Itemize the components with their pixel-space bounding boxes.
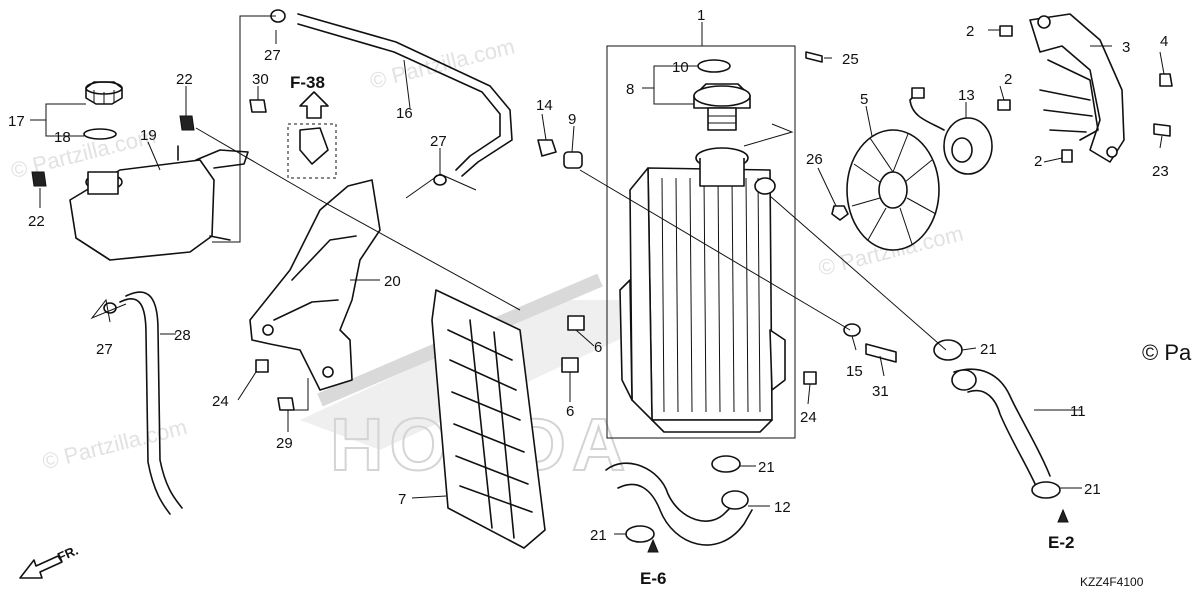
callout-30: 30 — [252, 71, 269, 88]
callout-22: 22 — [176, 71, 193, 88]
callout-31: 31 — [872, 383, 889, 400]
callout-21: 21 — [980, 341, 997, 358]
callout-26: 26 — [806, 151, 823, 168]
overflow-hose — [125, 291, 183, 509]
diagram-code: KZZ4F4100 — [1080, 575, 1144, 589]
callout-27: 27 — [430, 133, 447, 150]
callout-21: 21 — [758, 459, 775, 476]
callout-11: 11 — [1070, 403, 1086, 420]
cooling-fan — [846, 129, 940, 251]
arrow-down-icon — [647, 538, 659, 553]
o-ring — [697, 59, 731, 73]
front-arrow-icon — [19, 555, 63, 579]
callout-21: 21 — [590, 527, 607, 544]
watermark: © Partzilla.com — [726, 0, 876, 4]
radiator-assembly-box — [606, 45, 796, 439]
reservoir-cap — [85, 81, 123, 105]
callout-8: 8 — [626, 81, 634, 98]
callout-14: 14 — [536, 97, 553, 114]
small-parts — [31, 9, 1173, 543]
radiator-bracket — [249, 179, 381, 391]
ref-e6: E-6 — [640, 569, 666, 588]
callout-21: 21 — [1084, 481, 1101, 498]
callout-17: 17 — [8, 113, 25, 130]
copyright-text: © Pa — [1142, 340, 1192, 365]
callout-25: 25 — [842, 51, 859, 68]
callout-1: 1 — [697, 7, 705, 24]
reservoir-tank — [69, 145, 249, 261]
callout-27: 27 — [264, 47, 281, 64]
callouts: 1 2 2 2 3 4 5 6 6 7 8 9 10 11 12 13 14 1… — [8, 7, 1169, 544]
callout-10: 10 — [672, 59, 689, 76]
callout-6: 6 — [594, 339, 602, 356]
callout-16: 16 — [396, 105, 413, 122]
callout-2: 2 — [1004, 71, 1012, 88]
callout-28: 28 — [174, 327, 191, 344]
lower-hose — [605, 462, 741, 522]
callout-29: 29 — [276, 435, 293, 452]
callout-3: 3 — [1122, 39, 1130, 56]
leader-lines — [30, 15, 1165, 535]
radiator-guard — [431, 289, 546, 549]
callout-19: 19 — [140, 127, 157, 144]
callout-18: 18 — [54, 129, 71, 146]
front-label: FR. — [55, 543, 80, 565]
callout-15: 15 — [846, 363, 863, 380]
watermark: © Partzilla.com — [40, 414, 190, 474]
radiator-cap — [693, 83, 751, 131]
callout-23: 23 — [1152, 163, 1169, 180]
upper-breather-hose — [297, 13, 513, 177]
ref-e2: E-2 — [1048, 533, 1074, 552]
callout-2: 2 — [1034, 153, 1042, 170]
side-hose — [953, 368, 1051, 477]
callout-12: 12 — [774, 499, 791, 516]
callout-6: 6 — [566, 403, 574, 420]
up-arrow-icon — [299, 91, 329, 119]
reference-labels: F-38 E-6 E-2 — [290, 73, 1074, 588]
callout-5: 5 — [860, 91, 868, 108]
callout-24: 24 — [800, 409, 817, 426]
arrow-down-icon — [1057, 508, 1069, 523]
callout-2: 2 — [966, 23, 974, 40]
callout-27: 27 — [96, 341, 113, 358]
callout-24: 24 — [212, 393, 229, 410]
seal-washer — [83, 128, 117, 140]
callout-13: 13 — [958, 87, 975, 104]
radiator — [619, 147, 786, 433]
fan-shroud — [1029, 13, 1125, 163]
callout-4: 4 — [1160, 33, 1168, 50]
front-direction-indicator: FR. — [19, 543, 80, 579]
ref-f38: F-38 — [290, 73, 325, 92]
callout-7: 7 — [398, 491, 406, 508]
callout-20: 20 — [384, 273, 401, 290]
callout-9: 9 — [568, 111, 576, 128]
fan-motor — [909, 87, 993, 175]
callout-22: 22 — [28, 213, 45, 230]
